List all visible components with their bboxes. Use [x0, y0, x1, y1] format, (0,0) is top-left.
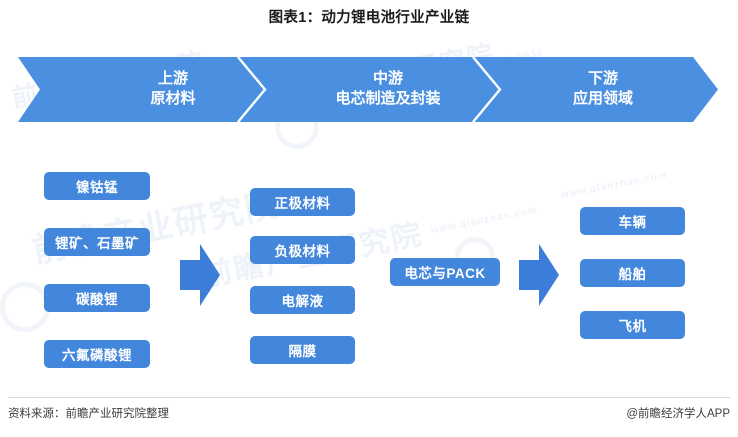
node-application: 船舶 — [580, 259, 685, 287]
footer-divider — [8, 397, 730, 398]
node-cell-material: 正极材料 — [250, 188, 355, 216]
industry-chain-banner: 上游 原材料 中游 电芯制造及封装 下游 应用领域 — [18, 57, 718, 122]
watermark-subtext: www.qianzhan.com — [429, 204, 539, 237]
banner-divider-1 — [237, 57, 267, 122]
node-upstream-raw-material: 锂矿、石墨矿 — [44, 228, 150, 256]
watermark-subtext: www.qianzhan.com — [559, 169, 669, 202]
node-application: 车辆 — [580, 207, 685, 235]
arrow-right-icon — [180, 244, 220, 306]
source-note: 资料来源：前瞻产业研究院整理 — [8, 408, 169, 420]
flow-arrow-right-icon — [519, 244, 559, 306]
watermark-logo-circle — [0, 282, 50, 332]
node-upstream-raw-material: 镍钴锰 — [44, 172, 150, 200]
banner-shape — [18, 57, 718, 122]
node-upstream-raw-material: 碳酸锂 — [44, 284, 150, 312]
banner-body — [18, 57, 718, 122]
node-cell-material: 隔膜 — [250, 336, 355, 364]
banner-divider-2 — [472, 57, 502, 122]
node-cell-material: 电解液 — [250, 286, 355, 314]
arrow-right-icon — [519, 244, 559, 306]
node-application: 飞机 — [580, 311, 685, 339]
node-cell-material: 负极材料 — [250, 236, 355, 264]
app-credit: @前瞻经济学人APP — [626, 408, 730, 420]
node-upstream-raw-material: 六氟磷酸锂 — [44, 340, 150, 368]
node-midstream-cell-pack: 电芯与PACK — [390, 258, 500, 286]
flow-arrow-right-icon — [180, 244, 220, 306]
page-title: 图表1：动力锂电池行业产业链 — [268, 10, 470, 26]
